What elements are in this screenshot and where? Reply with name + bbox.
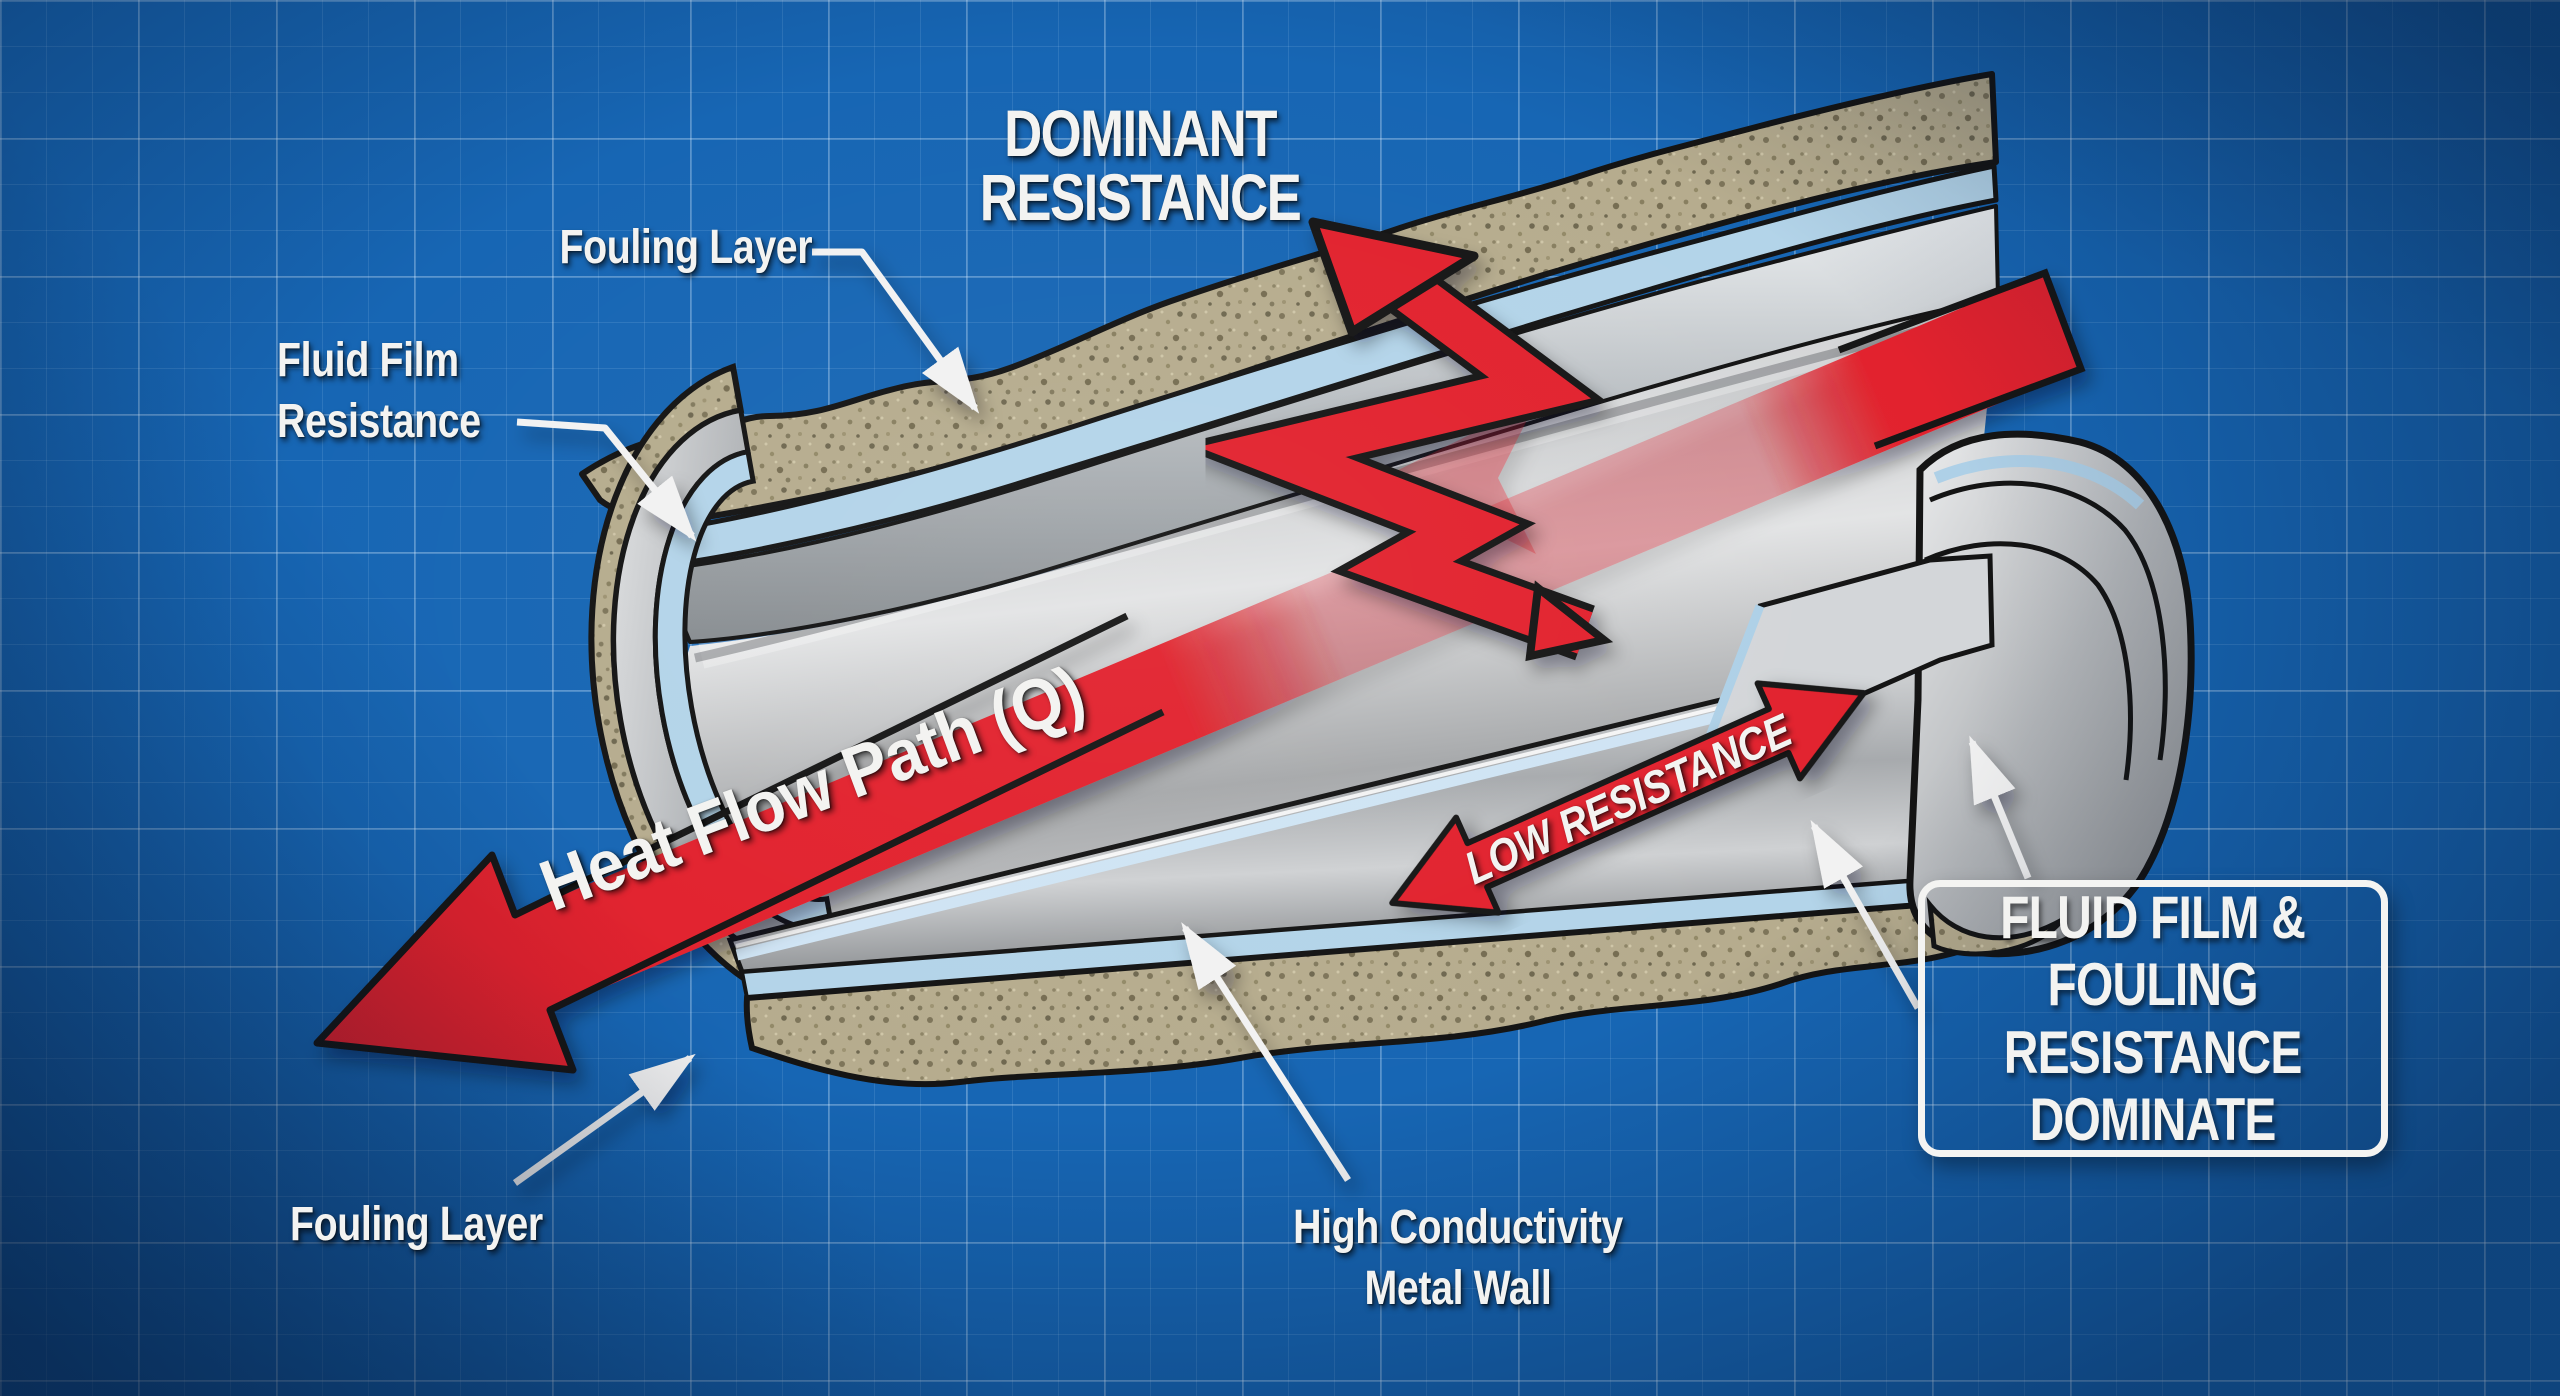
callout-line-1: FLUID FILM & xyxy=(2000,884,2306,952)
leader-metal-wall xyxy=(1181,922,1351,1182)
metal-wall-line-1: High Conductivity xyxy=(1293,1201,1623,1254)
label-fluid-film-resistance: Fluid Film Resistance xyxy=(277,330,481,453)
fluid-film-line-2: Resistance xyxy=(277,395,481,449)
leader-fouling-top xyxy=(812,248,980,414)
fluid-film-far xyxy=(641,163,1999,569)
low-resistance-arrow xyxy=(1389,680,1867,916)
label-fouling-layer-top: Fouling Layer xyxy=(559,221,812,274)
title-line-1: DOMINANT xyxy=(1004,96,1277,170)
pipe-end-rings xyxy=(588,362,851,1017)
leader-fluid-film xyxy=(516,418,697,542)
callout-box-fluid-film-fouling: FLUID FILM & FOULING RESISTANCE DOMINATE xyxy=(1918,880,2388,1157)
fluid-film-line-1: Fluid Film xyxy=(277,334,459,387)
title-line-2: RESISTANCE xyxy=(979,160,1302,235)
leader-lines xyxy=(512,248,2032,1186)
zigzag-arrowhead xyxy=(1308,217,1479,337)
leader-callout-fouling xyxy=(1968,735,2032,880)
label-fouling-layer-bottom: Fouling Layer xyxy=(290,1198,543,1251)
metal-wall-line-2: Metal Wall xyxy=(1364,1262,1552,1316)
title-dominant-resistance: DOMINANT RESISTANCE xyxy=(972,96,1308,235)
callout-text: FLUID FILM & FOULING RESISTANCE DOMINATE xyxy=(2000,884,2306,1153)
leader-fouling-bottom xyxy=(512,1053,696,1186)
callout-line-2: FOULING xyxy=(2047,951,2259,1019)
resistance-zigzag-arrow xyxy=(1174,217,1614,662)
leader-callout-film xyxy=(1810,819,1922,1010)
callout-line-3: RESISTANCE xyxy=(2004,1018,2303,1086)
label-metal-wall: High Conductivity Metal Wall xyxy=(1253,1197,1663,1320)
fouling-layer-near xyxy=(743,898,1968,1088)
callout-line-4: DOMINATE xyxy=(2029,1085,2277,1153)
